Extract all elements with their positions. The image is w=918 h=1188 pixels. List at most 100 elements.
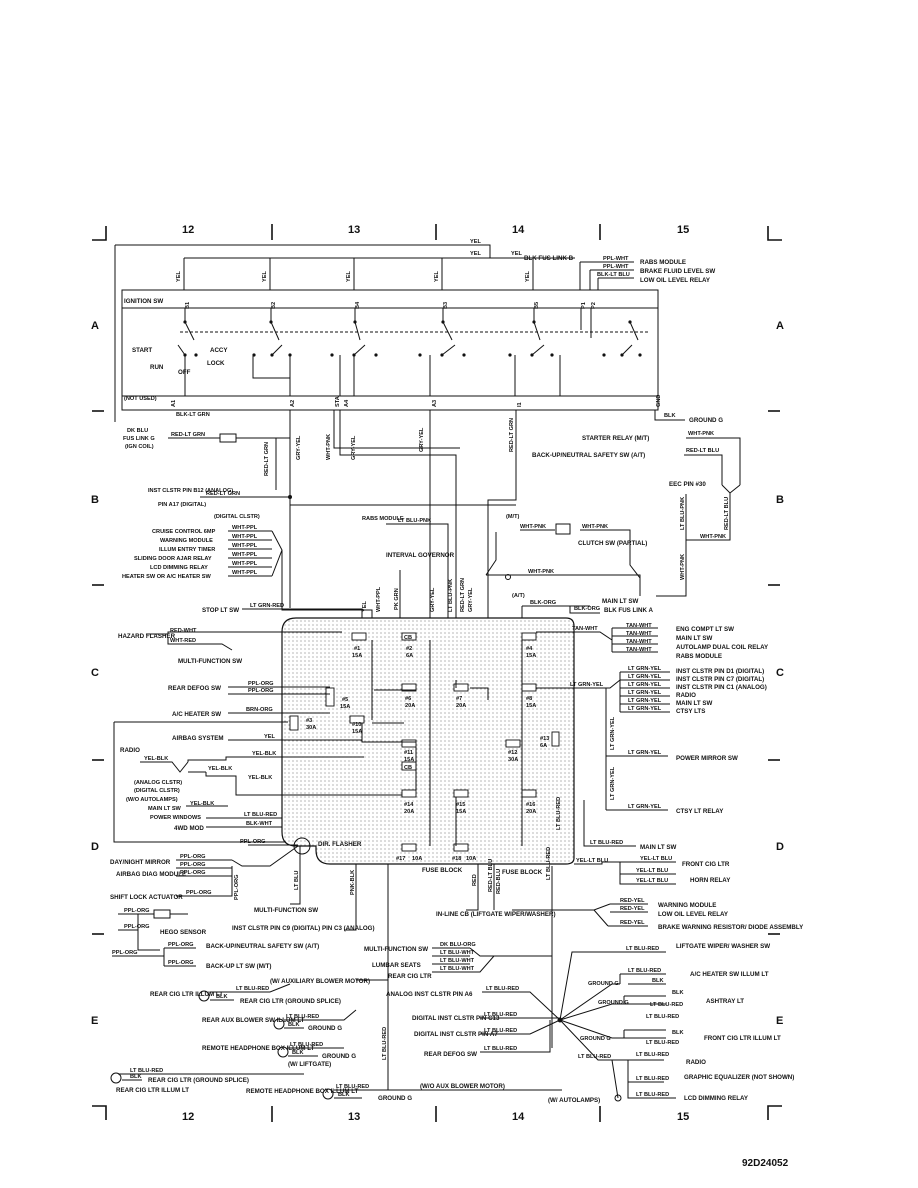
svg-text:WHT-PPL: WHT-PPL — [376, 586, 382, 612]
svg-text:BLK-WHT: BLK-WHT — [246, 821, 273, 827]
svg-text:LT BLU-RED: LT BLU-RED — [578, 1054, 611, 1060]
wo-aux-blower-label: (W/O AUX BLOWER MOTOR) — [420, 1083, 505, 1090]
fuse-block-label: FUSE BLOCK — [422, 867, 463, 874]
svg-text:BRN-ORG: BRN-ORG — [246, 707, 273, 713]
column-labels-bottom: 12 13 14 15 — [182, 1106, 689, 1123]
top-feed-wires: YEL YEL YEL BLK FUS LINK B YEL YEL YEL Y… — [114, 239, 715, 422]
svg-text:B5: B5 — [534, 302, 540, 309]
svg-text:PPL-ORG: PPL-ORG — [180, 870, 205, 876]
svg-text:P2: P2 — [591, 302, 597, 309]
multi-function-2-label: MULTI-FUNCTION SW — [254, 907, 318, 914]
inst-d1-label: INST CLSTR PIN D1 (DIGITAL) — [676, 668, 764, 675]
svg-text:RED-YEL: RED-YEL — [620, 898, 645, 904]
svg-text:#8: #8 — [526, 696, 532, 702]
svg-text:LT BLU-PNK: LT BLU-PNK — [448, 579, 454, 612]
inst-c7-label: INST CLSTR PIN C7 (DIGITAL) — [676, 676, 764, 683]
svg-text:BLK: BLK — [672, 990, 684, 996]
autolamp-label: AUTOLAMP DUAL COIL RELAY — [676, 644, 769, 651]
svg-text:LT BLU-RED: LT BLU-RED — [546, 847, 552, 880]
svg-text:15A: 15A — [352, 653, 362, 659]
svg-text:YEL: YEL — [346, 271, 352, 282]
svg-text:LT BLU: LT BLU — [294, 871, 300, 890]
svg-text:#16: #16 — [526, 802, 535, 808]
digital-c13-label: DIGITAL INST CLSTR PIN C13 — [412, 1015, 500, 1022]
svg-text:YEL: YEL — [264, 734, 275, 740]
svg-text:14: 14 — [512, 224, 525, 236]
fus-link-g: DK BLU FUS LINK G (IGN COIL) RED-LT GRN — [123, 428, 290, 450]
pos-start: START — [132, 347, 152, 354]
svg-text:BLK: BLK — [288, 1022, 300, 1028]
svg-text:STA: STA — [335, 396, 341, 407]
svg-text:TAN-WHT: TAN-WHT — [572, 626, 598, 632]
airbag-diag-label: AIRBAG DIAG MODULE — [116, 871, 186, 878]
svg-text:A2: A2 — [290, 400, 296, 407]
svg-text:GROUND G: GROUND G — [322, 1053, 356, 1060]
ctsy-lts-label: CTSY LTS — [676, 708, 705, 715]
svg-text:PPL-ORG: PPL-ORG — [248, 681, 273, 687]
lt-grn-yel-group: LT GRN-YEL LT GRN-YEL LT GRN-YEL LT GRN-… — [536, 666, 767, 815]
svg-text:(DIGITAL CLSTR): (DIGITAL CLSTR) — [214, 514, 260, 520]
fuse-cb-2: CB — [401, 761, 417, 771]
svg-text:GROUND G: GROUND G — [580, 1036, 611, 1042]
svg-text:PPL-ORG: PPL-ORG — [124, 924, 149, 930]
svg-text:12: 12 — [182, 1111, 194, 1123]
svg-text:BLK-LT BLU: BLK-LT BLU — [597, 272, 630, 278]
pos-run: RUN — [150, 364, 164, 371]
eng-compt-label: ENG COMPT LT SW — [676, 626, 734, 633]
svg-text:RED-LT GRN: RED-LT GRN — [206, 491, 240, 497]
interval-governor-label: INTERVAL GOVERNOR — [386, 552, 455, 559]
svg-text:YEL: YEL — [470, 251, 481, 257]
aux-blower-label: (W/ AUXILIARY BLOWER MOTOR) — [270, 978, 370, 985]
svg-text:YEL-LT BLU: YEL-LT BLU — [576, 858, 608, 864]
svg-text:20A: 20A — [526, 809, 536, 815]
multi-function-sw-label: MULTI-FUNCTION SW — [178, 658, 242, 665]
svg-text:#4: #4 — [526, 646, 533, 652]
svg-text:I1: I1 — [517, 402, 523, 407]
svg-text:15A: 15A — [456, 809, 466, 815]
svg-text:15A: 15A — [404, 757, 414, 763]
ignition-sw-title: IGNITION SW — [124, 298, 163, 305]
left-mid-feeds: REAR DEFOG SW PPL-ORG PPL-ORG A/C HEATER… — [113, 681, 402, 843]
starter-relay-group: STARTER RELAY (M/T) WHT-PNK BACK-UP/NEUT… — [532, 431, 741, 597]
corner-marks — [92, 226, 782, 1120]
warning-module-label: WARNING MODULE — [160, 538, 213, 544]
svg-text:GRY-YEL: GRY-YEL — [468, 587, 474, 612]
sliding-door-label: SLIDING DOOR AJAR RELAY — [134, 556, 212, 562]
svg-text:GND: GND — [656, 395, 662, 407]
rear-defog-label: REAR DEFOG SW — [168, 685, 221, 692]
horn-relay-label: HORN RELAY — [690, 877, 731, 884]
svg-text:GROUND G: GROUND G — [598, 1000, 629, 1006]
svg-text:6A: 6A — [406, 653, 413, 659]
backup-sw-label: BACK-UP/NEUTRAL SAFETY SW (A/T) — [532, 452, 645, 459]
svg-text:RED-LT BLU: RED-LT BLU — [488, 859, 494, 892]
svg-text:LT GRN-YEL: LT GRN-YEL — [610, 766, 616, 800]
svg-text:RABS MODULE: RABS MODULE — [676, 653, 722, 660]
svg-text:#6: #6 — [405, 696, 411, 702]
brake-fluid-label: BRAKE FLUID LEVEL SW — [640, 268, 715, 275]
svg-text:PPL-ORG: PPL-ORG — [234, 875, 240, 900]
svg-text:PPL-ORG: PPL-ORG — [186, 890, 211, 896]
svg-text:RED-WHT: RED-WHT — [170, 628, 197, 634]
svg-text:LT BLU-RED: LT BLU-RED — [636, 1092, 669, 1098]
svg-text:WHT-PPL: WHT-PPL — [232, 543, 258, 549]
ignition-harness: RED-LT GRN GRY-YEL WHT-PNK GRY-YEL GRY-Y… — [264, 410, 517, 715]
svg-text:B: B — [91, 494, 99, 506]
eec-pin-label: EEC PIN #30 — [669, 481, 706, 488]
svg-text:RADIO: RADIO — [686, 1059, 706, 1066]
svg-text:INST CLSTR PIN B12 (ANALOG): INST CLSTR PIN B12 (ANALOG) — [148, 488, 233, 494]
svg-text:A: A — [776, 320, 784, 332]
svg-text:(W/O AUTOLAMPS): (W/O AUTOLAMPS) — [126, 797, 178, 803]
svg-text:(M/T): (M/T) — [506, 514, 519, 520]
svg-text:LT BLU-RED: LT BLU-RED — [636, 1076, 669, 1082]
svg-text:WHT-PPL: WHT-PPL — [232, 561, 258, 567]
rear-cig-ground-label: REAR CIG LTR (GROUND SPLICE) — [240, 998, 341, 1005]
svg-text:MAIN LT SW: MAIN LT SW — [640, 844, 676, 851]
pos-off: OFF — [178, 369, 191, 376]
svg-text:LT BLU-RED: LT BLU-RED — [236, 986, 269, 992]
svg-text:A3: A3 — [432, 400, 438, 407]
